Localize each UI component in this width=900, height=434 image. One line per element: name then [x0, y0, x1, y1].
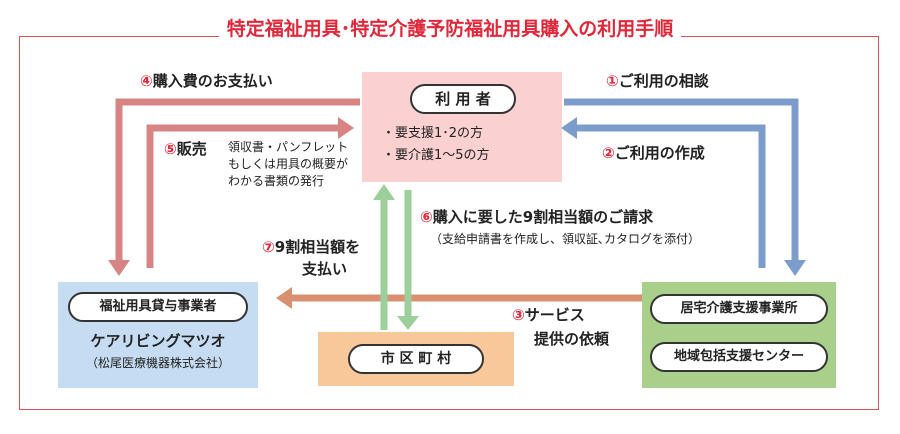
- arrow-step3-head: [276, 287, 292, 309]
- step5-num: ⑤: [164, 140, 177, 158]
- care-label-1: 居宅介護支援事業所: [650, 294, 828, 324]
- arrow-step5: [146, 124, 340, 268]
- care-label-2: 地域包括支援センター: [650, 342, 828, 372]
- step3-label: ③サービス: [512, 304, 585, 325]
- step1-text: ご利用の相談: [618, 72, 709, 90]
- arrow-step4: [115, 98, 360, 262]
- step3-num: ③: [512, 306, 525, 324]
- step4-label: ④購入費のお支払い: [140, 70, 273, 91]
- step7-label: ⑦9割相当額を: [262, 236, 360, 257]
- title-text: 特定福祉用具･特定介護予防福祉用具購入の利用手順: [218, 18, 682, 40]
- arrow-step4-head: [108, 260, 130, 276]
- arrow-step2-head: [561, 117, 577, 139]
- step6-label: ⑥購入に要した9割相当額のご請求: [420, 206, 653, 227]
- supplier-box: 福祉用具貸与事業者 ケアリビングマツオ （松尾医療機器株式会社）: [58, 282, 258, 388]
- step2-num: ②: [602, 144, 615, 162]
- step2-text: ご利用の作成: [614, 144, 705, 162]
- user-label: 利 用 者: [410, 84, 516, 114]
- step3-text: サービス: [524, 306, 585, 324]
- city-box: 市 区 町 村: [318, 332, 514, 386]
- user-condition-1: ・要支援1･2の方: [382, 126, 484, 141]
- step7-text: 9割相当額を: [274, 238, 361, 256]
- step5-text: 販売: [176, 140, 207, 158]
- step2-label: ②ご利用の作成: [602, 142, 705, 163]
- care-box: 居宅介護支援事業所 地域包括支援センター: [642, 282, 836, 388]
- step4-text: 購入費のお支払い: [152, 72, 273, 90]
- supplier-name: ケアリビングマツオ: [90, 332, 226, 350]
- user-condition-2: ・要介護1～5の方: [382, 148, 490, 163]
- city-label: 市 区 町 村: [348, 344, 484, 374]
- arrow-step7-head: [373, 184, 395, 200]
- arrow-step5-head: [338, 117, 354, 139]
- step1-num: ①: [606, 72, 619, 90]
- arrow-step1: [564, 98, 799, 262]
- arrow-step6-head: [397, 316, 419, 330]
- supplier-label: 福祉用具貸与事業者: [68, 292, 248, 322]
- step5-label: ⑤販売: [164, 138, 207, 159]
- step5-note-2: もしくは用具の概要が: [228, 157, 349, 171]
- step5-note-3: わかる書類の発行: [228, 174, 325, 188]
- arrow-step1-head: [784, 260, 806, 276]
- step1-label: ①ご利用の相談: [606, 70, 709, 91]
- user-box: 利 用 者 ・要支援1･2の方 ・要介護1～5の方: [362, 72, 562, 182]
- step7-text-2: 支払い: [302, 260, 348, 278]
- step3-text-2: 提供の依頼: [534, 330, 610, 348]
- step6-note: （支給申請書を作成し、領収証､カタログを添付）: [430, 232, 701, 246]
- step5-note-1: 領収書・パンフレット: [228, 140, 349, 154]
- step7-num: ⑦: [262, 238, 275, 256]
- step4-num: ④: [140, 72, 153, 90]
- step6-text: 購入に要した9割相当額のご請求: [432, 208, 654, 226]
- diagram-title: 特定福祉用具･特定介護予防福祉用具購入の利用手順: [0, 14, 900, 41]
- step6-num: ⑥: [420, 208, 433, 226]
- arrow-step2: [575, 124, 766, 268]
- supplier-company: （松尾医療機器株式会社）: [85, 356, 230, 370]
